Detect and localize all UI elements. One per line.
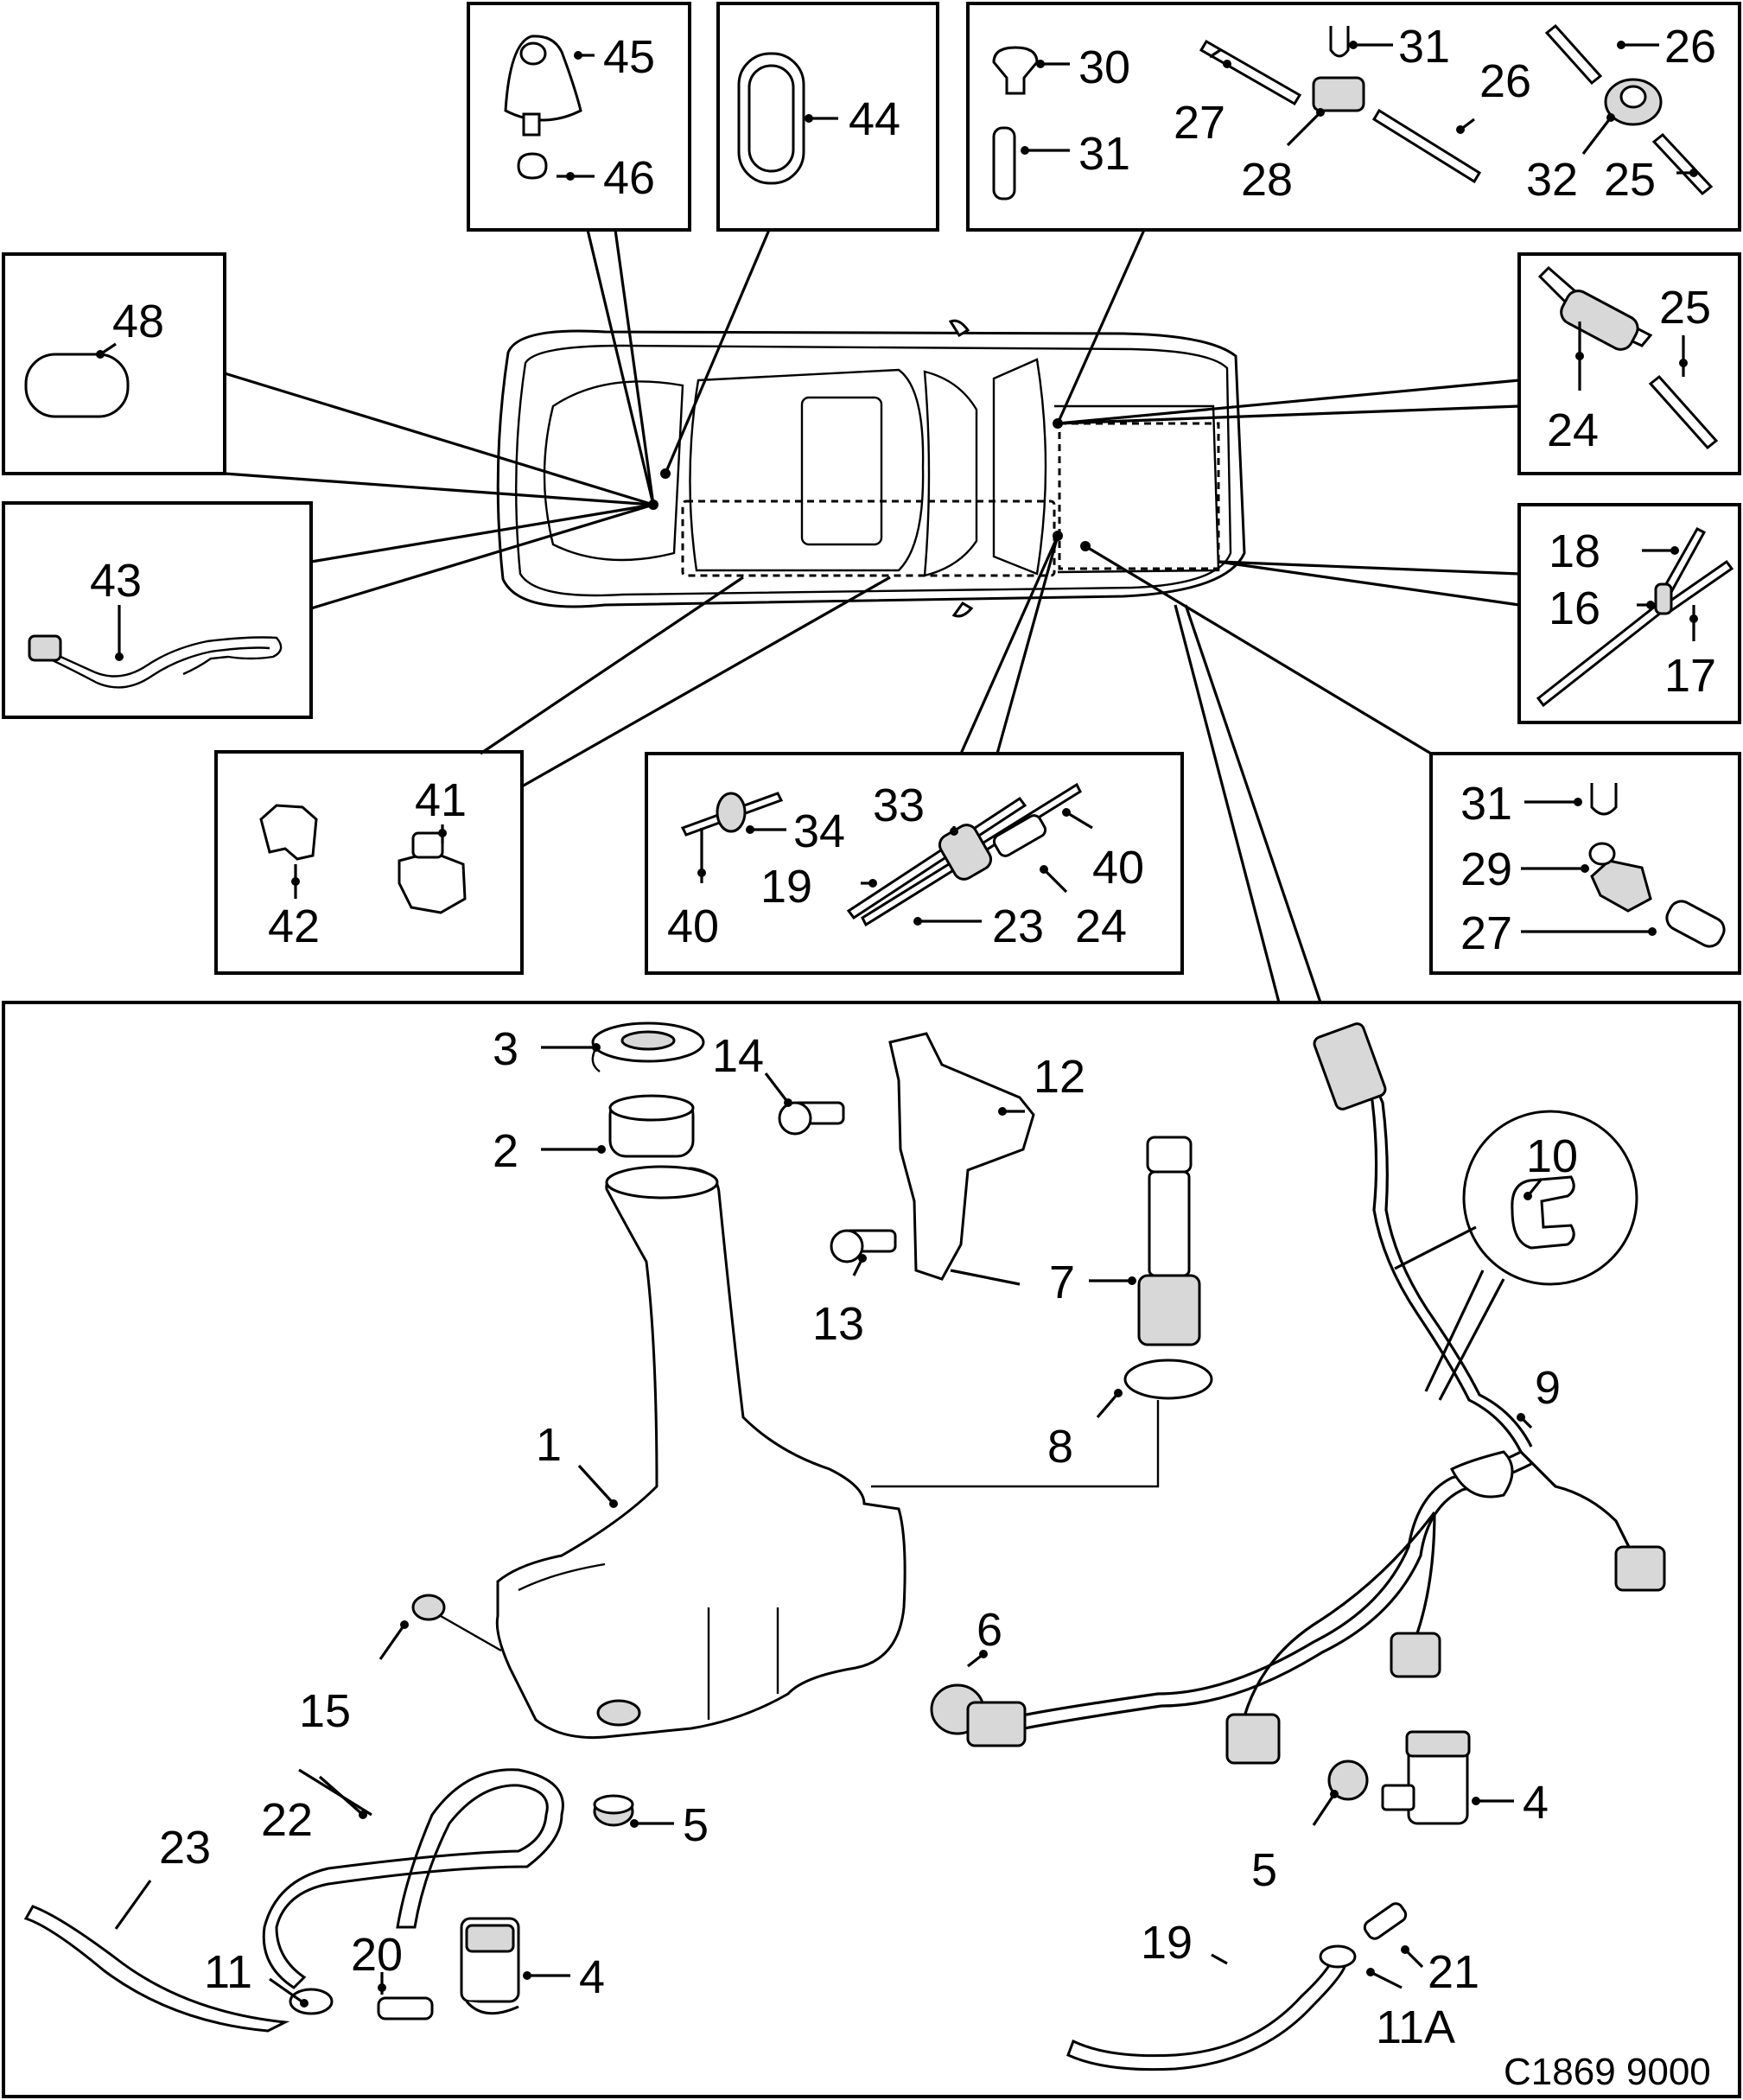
callout-26: 26: [1479, 55, 1531, 107]
callout-31b: 31: [1398, 21, 1450, 73]
callout-13: 13: [812, 1298, 864, 1350]
callout-34: 34: [793, 805, 845, 857]
detail-box-30-32: 30 31 27 31 28 26 26 32 25: [966, 2, 1741, 232]
callout-25b: 25: [1659, 282, 1711, 334]
callout-27: 27: [1174, 97, 1225, 149]
callout-4b: 4: [1523, 1777, 1549, 1829]
callout-5: 5: [683, 1799, 709, 1851]
callout-31: 31: [1078, 128, 1130, 180]
callout-11: 11: [204, 1946, 252, 1998]
diagram-code: C1869 9000: [1504, 2051, 1711, 2093]
detail-box-27-31: 31 29 27: [1429, 752, 1741, 975]
callout-48: 48: [112, 296, 164, 347]
callout-8: 8: [1047, 1421, 1073, 1473]
car-top-view: [496, 319, 1246, 618]
callout-43: 43: [90, 555, 142, 607]
callout-24b: 24: [1075, 900, 1127, 952]
callout-20: 20: [351, 1929, 403, 1981]
detail-box-41-42: 41 42: [214, 750, 524, 975]
callout-45: 45: [603, 31, 655, 83]
callout-21: 21: [1428, 1946, 1479, 1998]
detail-box-48: 48: [2, 252, 226, 475]
callout-22: 22: [261, 1794, 313, 1846]
callout-25: 25: [1604, 154, 1656, 206]
callout-27b: 27: [1460, 907, 1512, 959]
callout-19b: 19: [1141, 1917, 1193, 1969]
detail-box-45-46: 45 46: [467, 2, 691, 232]
callout-42: 42: [268, 900, 320, 952]
callout-3: 3: [493, 1023, 518, 1075]
callout-28: 28: [1241, 154, 1293, 206]
callout-18: 18: [1549, 525, 1600, 577]
main-callouts: 3 2 14 12 13 7 8 1 9 10 6 15 5 5 4 4: [114, 1023, 1711, 2093]
callout-1: 1: [536, 1419, 562, 1471]
callout-33: 33: [873, 780, 925, 831]
callout-5b: 5: [1251, 1844, 1277, 1896]
callout-19: 19: [760, 861, 812, 913]
callout-6: 6: [976, 1604, 1002, 1656]
callout-24: 24: [1547, 404, 1599, 456]
callout-23b: 23: [159, 1822, 211, 1874]
callout-4: 4: [579, 1951, 605, 2003]
detail-box-43: 43: [2, 501, 313, 719]
callout-11a: 11A: [1376, 2001, 1455, 2053]
callout-30: 30: [1078, 41, 1130, 93]
callout-23: 23: [992, 900, 1044, 952]
callout-9: 9: [1535, 1362, 1561, 1414]
callout-26b: 26: [1664, 21, 1716, 73]
callout-7: 7: [1049, 1257, 1075, 1308]
callout-14: 14: [712, 1030, 764, 1082]
callout-2: 2: [493, 1125, 518, 1177]
callout-17: 17: [1664, 650, 1716, 702]
callout-32: 32: [1526, 154, 1578, 206]
main-washer-box: [2, 1001, 1741, 2098]
detail-box-24-25: 25 24: [1517, 252, 1741, 475]
callout-29: 29: [1460, 843, 1512, 895]
leader-lines: [224, 229, 1520, 1003]
callout-15: 15: [299, 1685, 351, 1737]
callout-40: 40: [1092, 842, 1144, 894]
washer-reservoir: [495, 1167, 906, 1740]
callout-46: 46: [603, 152, 655, 204]
callout-16: 16: [1549, 582, 1600, 634]
callout-31c: 31: [1460, 778, 1512, 830]
callout-40b: 40: [667, 900, 719, 952]
detail-box-16-18: 18 16 17: [1517, 503, 1741, 724]
callout-44: 44: [849, 93, 900, 145]
callout-41: 41: [415, 774, 467, 826]
detail-box-19-40: 34 33 40 19 40 23 24: [645, 752, 1184, 975]
callout-10: 10: [1526, 1130, 1578, 1182]
callout-12: 12: [1034, 1051, 1085, 1103]
detail-box-44: 44: [716, 2, 939, 232]
